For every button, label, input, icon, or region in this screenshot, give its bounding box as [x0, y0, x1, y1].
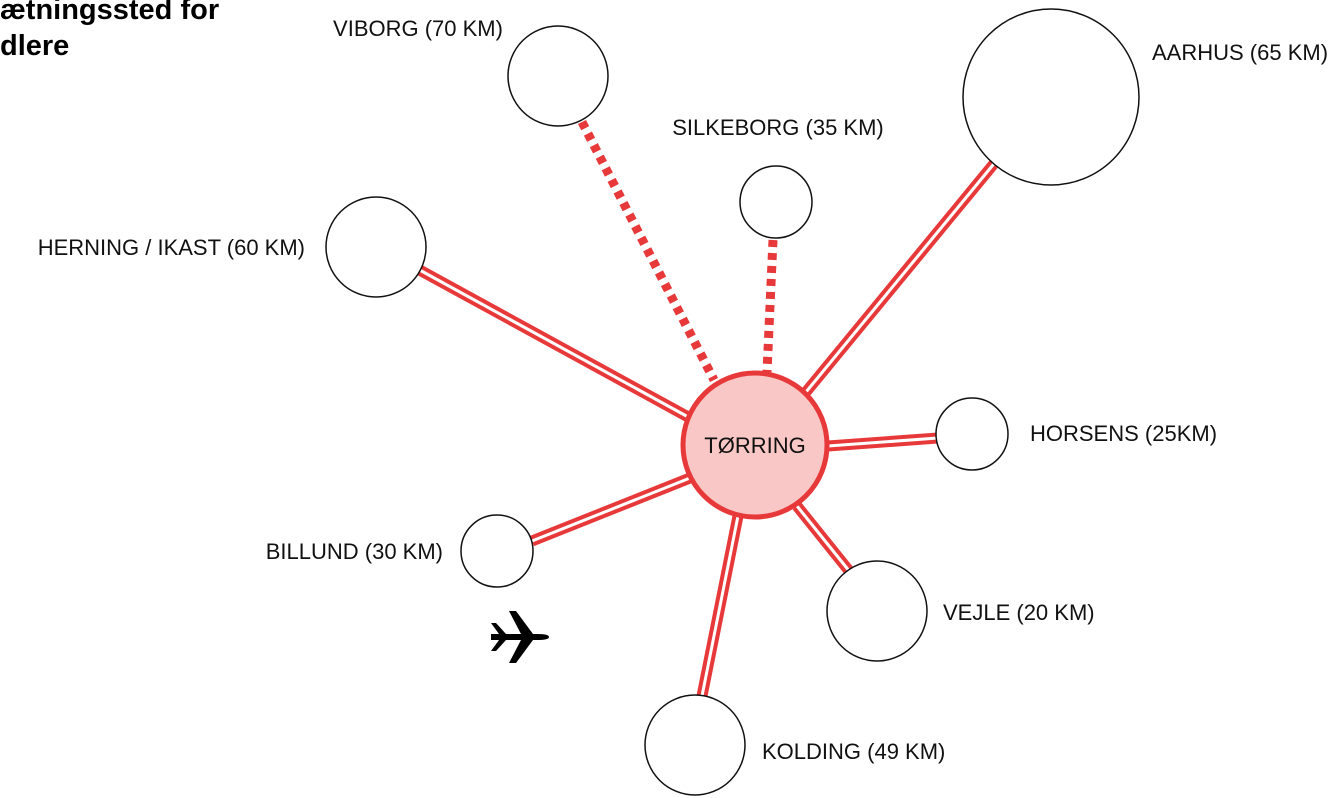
connection-vejle	[792, 502, 855, 576]
node-vejle	[826, 560, 928, 662]
airplane-icon	[491, 611, 549, 663]
label-billund: BILLUND (30 KM)	[266, 539, 443, 564]
heading-line-2: dlere	[0, 30, 70, 62]
city-labels: TØRRING VIBORG (70 KM) SILKEBORG (35 KM)…	[38, 16, 1328, 764]
label-silkeborg: SILKEBORG (35 KM)	[672, 115, 884, 140]
node-kolding	[644, 694, 746, 796]
connection-herning	[413, 263, 693, 423]
node-silkeborg	[739, 165, 813, 239]
node-aarhus	[962, 8, 1140, 186]
label-herning: HERNING / IKAST (60 KM)	[38, 235, 305, 260]
label-vejle: VEJLE (20 KM)	[943, 600, 1095, 625]
connection-horsens	[827, 432, 939, 452]
label-horsens: HORSENS (25KM)	[1030, 421, 1217, 446]
node-center-torring	[680, 370, 830, 520]
city-nodes	[325, 8, 1140, 796]
node-viborg	[507, 25, 609, 127]
connection-billund	[529, 472, 693, 547]
node-billund	[460, 514, 534, 588]
heading-line-1: ætningssted for	[0, 0, 220, 26]
diagram-heading: ætningssted for dlere	[0, 0, 219, 64]
node-herning	[325, 196, 427, 298]
connection-silkeborg	[762, 239, 778, 373]
label-aarhus: AARHUS (65 KM)	[1152, 40, 1328, 65]
center-label: TØRRING	[704, 433, 805, 458]
connection-kolding	[696, 514, 744, 698]
label-viborg: VIBORG (70 KM)	[333, 16, 503, 41]
connection-viborg	[577, 119, 719, 383]
label-kolding: KOLDING (49 KM)	[762, 739, 945, 764]
connections-layer	[413, 119, 1002, 698]
connection-aarhus	[801, 156, 1002, 396]
node-horsens	[935, 397, 1009, 471]
